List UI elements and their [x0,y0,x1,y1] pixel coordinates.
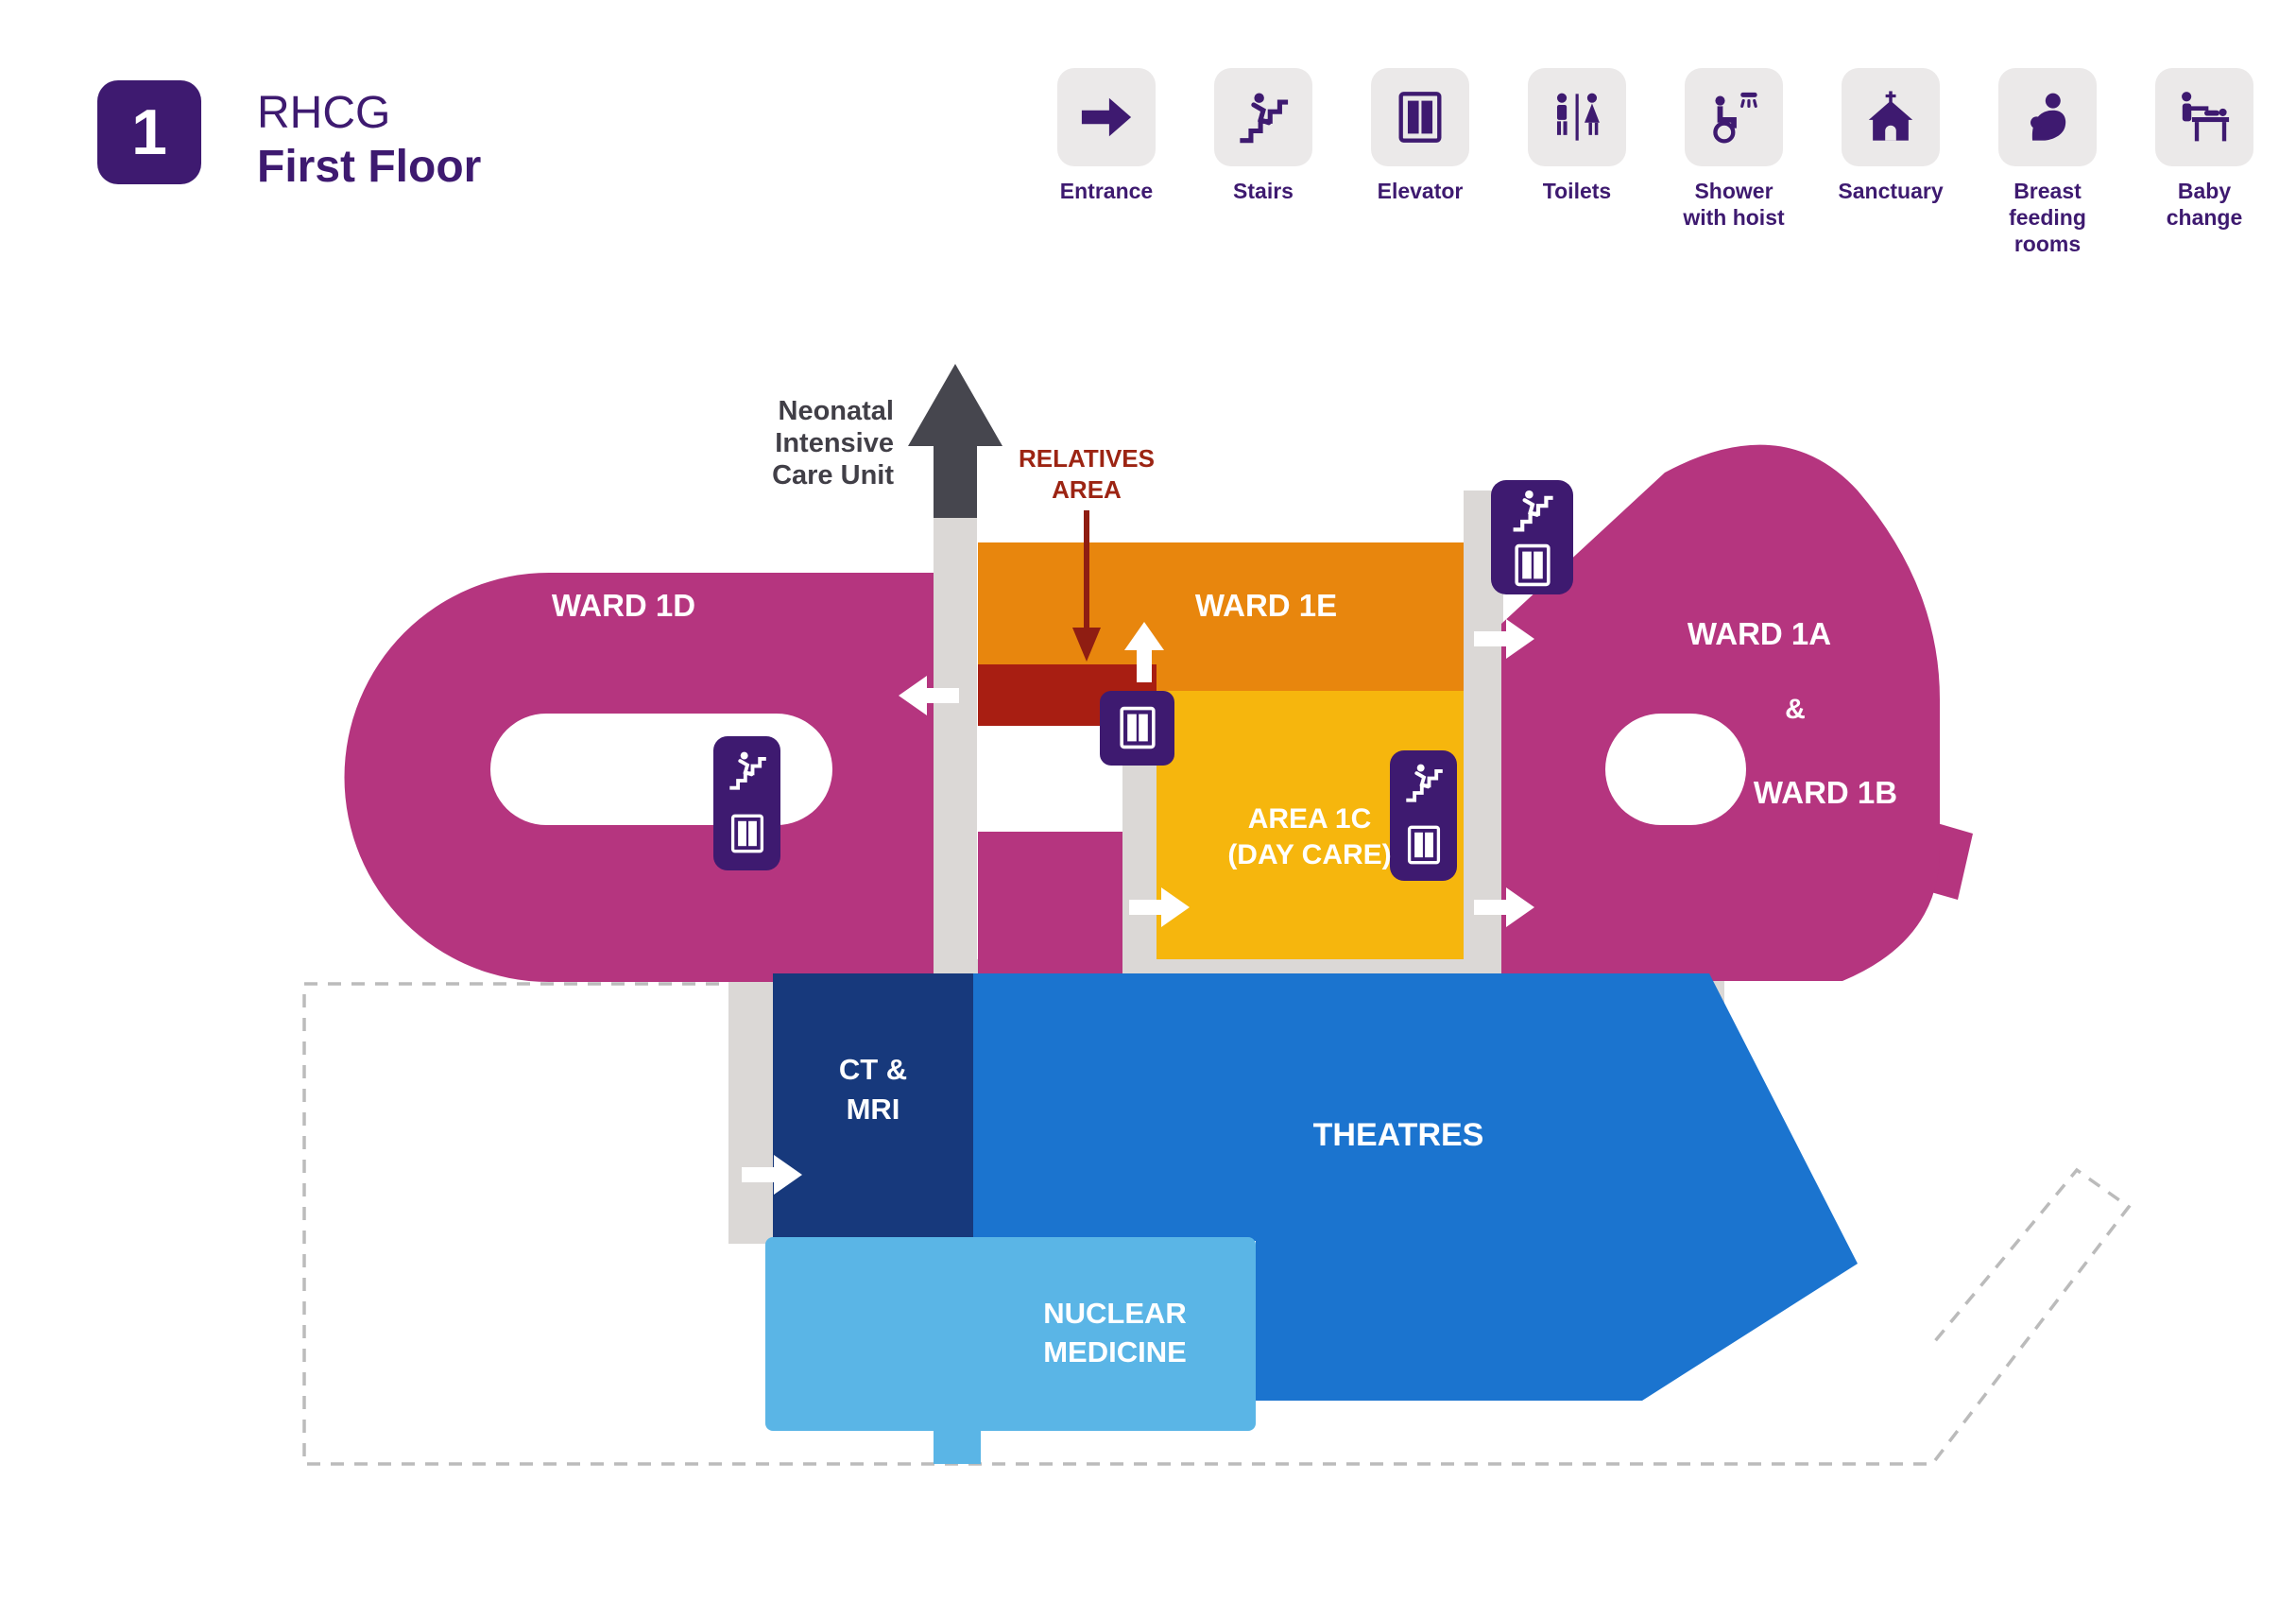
breast-feeding-icon [1998,68,2097,166]
legend-item-elevator: Elevator [1342,68,1499,257]
stairs-elevator-badge-ward1a [1491,480,1573,594]
nuclear-medicine-area [765,1237,1256,1431]
ward-1b-label: WARD 1B [1754,775,1897,810]
badge-background [1491,480,1573,594]
legend-label: Elevator [1377,179,1464,203]
ct-mri-label: CT & [839,1053,907,1086]
toilets-icon [1528,68,1626,166]
theatres-area [973,973,1858,1401]
ward-1d-area [344,573,934,982]
nuclear-medicine-tab [934,1418,981,1464]
ct-mri-area [773,973,973,1248]
relatives-label: RELATIVES [1019,444,1155,473]
neonatal-arrow-shaft [934,444,977,518]
relatives-arrow-head [1072,628,1101,662]
badge-background [713,736,780,870]
corridor-vertical [934,473,977,983]
area-1c-label: AREA 1C [1248,803,1372,835]
legend-item-entrance: Entrance [1028,68,1185,257]
neonatal-label-2: Intensive [775,428,894,458]
legend-label: Stairs [1233,179,1294,203]
dashed-boundary [302,982,2132,1466]
elevator-icon [1371,68,1469,166]
relatives-label-2: AREA [1052,475,1122,504]
entrance-icon [1057,68,1156,166]
legend-label: Sanctuary [1838,179,1944,203]
neonatal-arrow [908,364,1002,518]
ward-1a-label: WARD 1A [1688,616,1831,651]
theatres-label: THEATRES [1313,1117,1484,1153]
badge-background [1100,691,1174,766]
nuclear-medicine-label-2: MEDICINE [1043,1335,1187,1368]
legend-item-stairs: Stairs [1185,68,1342,257]
neonatal-label-3: Care Unit [772,460,894,491]
ward-1a-1b-ampersand: & [1785,694,1806,725]
site-name: RHCG [257,88,391,138]
relatives-arrow [1072,510,1101,662]
floor-name: First Floor [257,141,482,192]
page-title: RHCG First Floor [257,87,481,194]
ct-mri-label-2: MRI [847,1093,900,1126]
nuclear-medicine-label: NUCLEAR [1043,1297,1187,1330]
legend-item-toilets: Toilets [1499,68,1655,257]
stairs-elevator-badge-area1c [1390,750,1457,881]
neonatal-arrow-head [908,364,1002,446]
corridor-left-strip [728,973,773,1244]
floor-number-badge: 1 [97,80,201,184]
sanctuary-icon [1842,68,1940,166]
badge-background [1390,750,1457,881]
ward-1a-1b-area [1501,444,1940,981]
elevator-badge-center [1100,691,1174,766]
stairs-icon [1214,68,1312,166]
area-1c-label-2: (DAY CARE) [1227,839,1391,870]
ward-1d-label: WARD 1D [552,588,695,623]
legend-item-sanctuary: Sanctuary [1812,68,1969,257]
baby-change-icon [2155,68,2253,166]
neonatal-label: Neonatal [779,396,894,426]
legend-label: Toilets [1542,179,1612,203]
shower-hoist-icon [1685,68,1783,166]
legend-label: Entrance [1059,179,1154,203]
stairs-elevator-badge-ward1d [713,736,780,870]
ward-1e-label: WARD 1E [1195,588,1337,623]
ward-1d-arm [978,832,1122,981]
